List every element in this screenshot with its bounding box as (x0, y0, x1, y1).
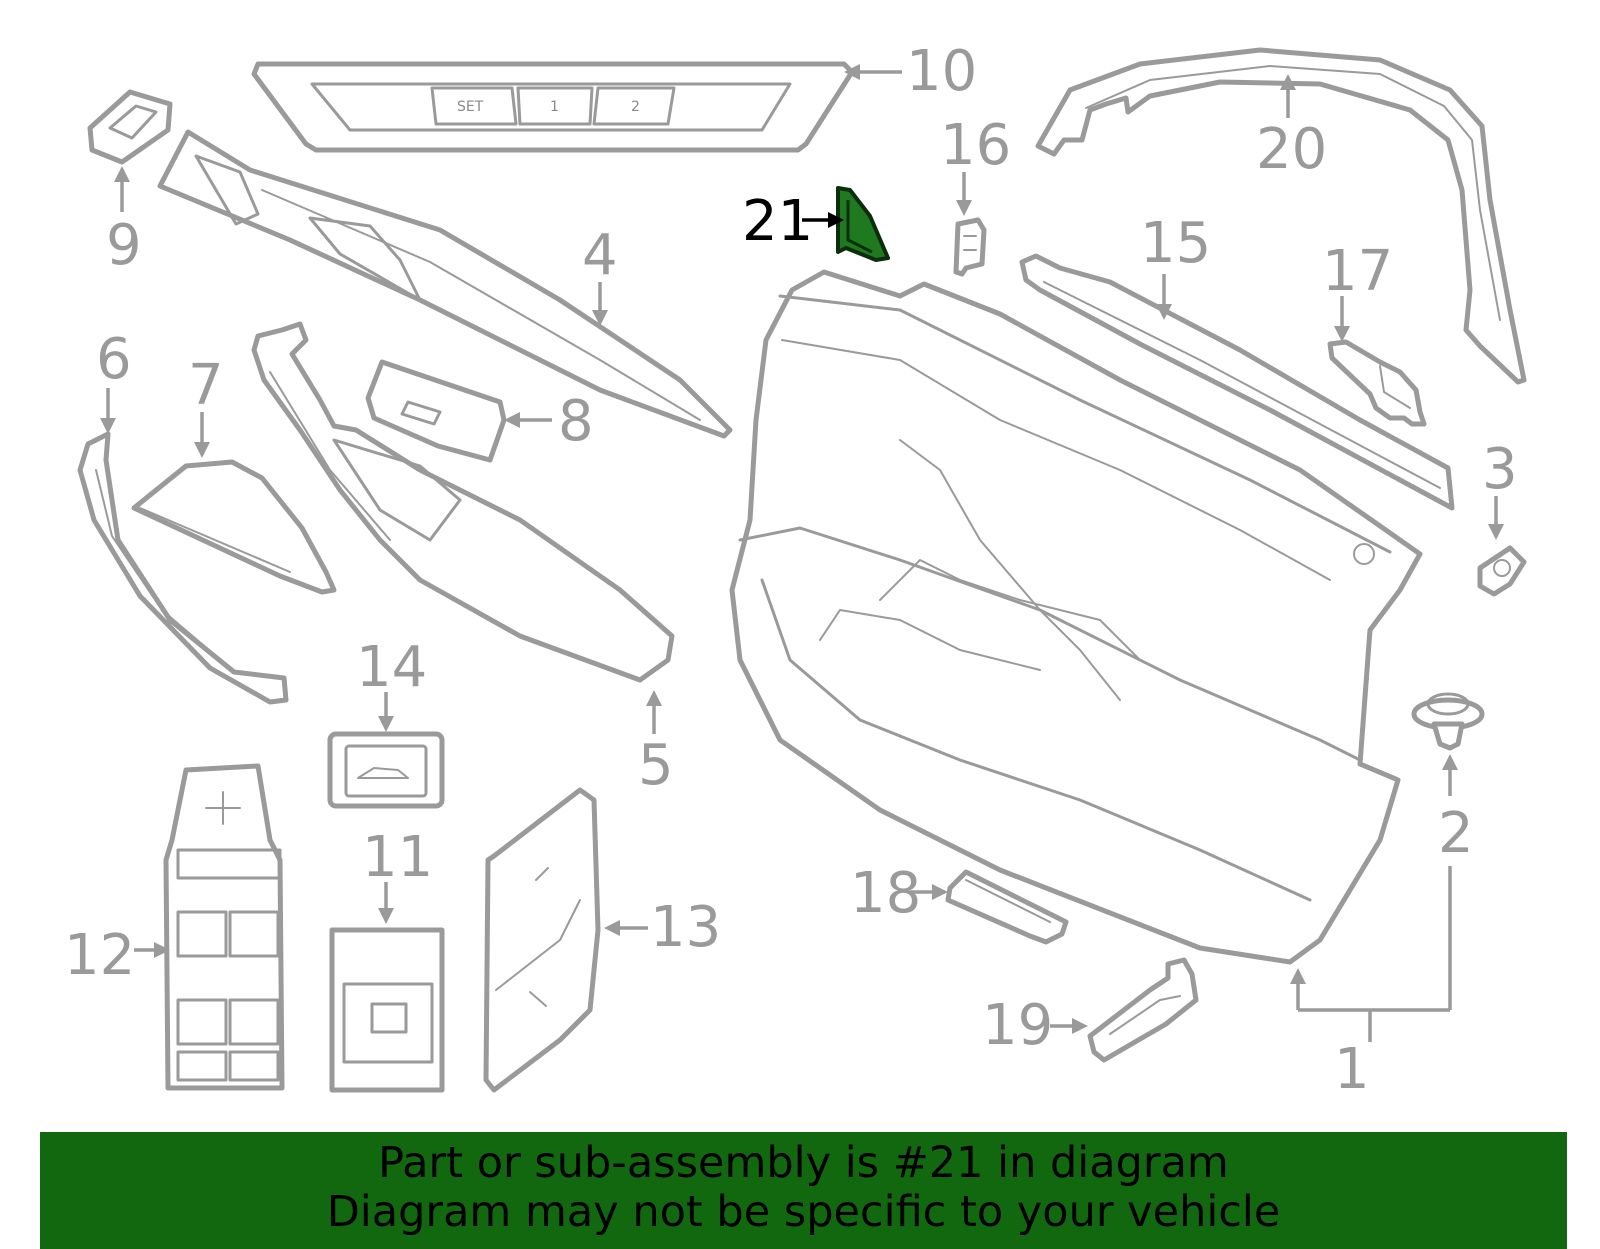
part-16-clip[interactable] (953, 217, 987, 277)
callout-20: 20 (1256, 117, 1327, 182)
part-4-upper-trim[interactable] (157, 129, 733, 439)
callout-16: 16 (940, 113, 1011, 178)
part-3-clip[interactable] (1477, 545, 1527, 597)
callout-15: 15 (1140, 211, 1211, 276)
switch-2-label: 2 (631, 99, 640, 115)
part-15-belt-strip[interactable] (1019, 253, 1455, 511)
part-5-armrest[interactable] (251, 321, 675, 683)
callout-1: 1 (1334, 1037, 1370, 1102)
info-banner: Part or sub-assembly is #21 in diagram D… (40, 1132, 1567, 1249)
switch-1-label: 1 (550, 99, 559, 115)
callout-7: 7 (188, 353, 224, 418)
part-13-switch-cover[interactable] (483, 787, 601, 1093)
part-2-fastener[interactable] (1411, 692, 1485, 751)
banner-line-disclaimer: Diagram may not be specific to your vehi… (326, 1187, 1281, 1237)
part-21-highlighted[interactable] (836, 186, 890, 262)
switch-set-label: SET (457, 99, 484, 115)
callout-5: 5 (638, 733, 674, 798)
leader-lines (100, 64, 1504, 1042)
part-9-switch[interactable] (87, 89, 173, 165)
part-8-window-switch[interactable] (365, 359, 507, 463)
callout-18: 18 (850, 861, 921, 926)
part-11-switch[interactable] (329, 927, 445, 1093)
callout-4: 4 (582, 223, 618, 288)
part-14-display[interactable] (327, 731, 445, 809)
part-1-door-panel[interactable] (729, 269, 1423, 965)
part-7-trim-panel[interactable] (131, 459, 337, 595)
callout-6: 6 (96, 327, 132, 392)
callout-10: 10 (906, 39, 977, 104)
callout-8: 8 (558, 389, 594, 454)
callout-2: 2 (1438, 801, 1474, 866)
banner-line-part: Part or sub-assembly is #21 in diagram (378, 1138, 1229, 1188)
callout-9: 9 (106, 213, 142, 278)
part-12-switch-pack[interactable] (163, 763, 285, 1091)
part-6-trim-strip[interactable] (77, 431, 289, 705)
callout-21-highlighted: 21 (742, 189, 813, 254)
callout-labels: 1 2 3 4 5 6 7 8 9 10 11 12 13 14 15 16 1… (64, 39, 1518, 1102)
callout-17: 17 (1322, 239, 1393, 304)
callout-19: 19 (982, 993, 1053, 1058)
part-10-memory-switch[interactable]: SET 1 2 (251, 61, 855, 153)
callout-12: 12 (64, 923, 135, 988)
part-17-bracket[interactable] (1327, 339, 1427, 427)
callout-13: 13 (650, 895, 721, 960)
callout-3: 3 (1482, 437, 1518, 502)
part-20-frame-trim[interactable] (1035, 47, 1527, 385)
part-19-connector[interactable] (1087, 957, 1199, 1063)
callout-11: 11 (362, 825, 433, 890)
callout-14: 14 (356, 635, 427, 700)
part-18-rail[interactable] (945, 869, 1069, 945)
